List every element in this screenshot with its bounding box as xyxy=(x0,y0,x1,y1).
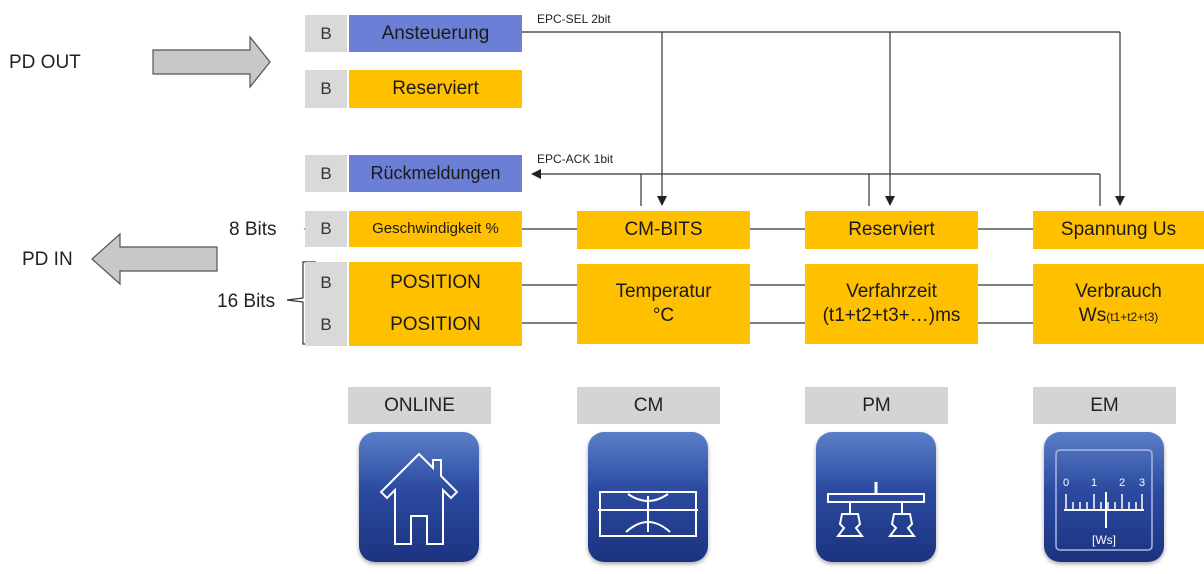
mode-label-em: EM xyxy=(1033,387,1176,424)
ansteuerung-field: Ansteuerung xyxy=(349,15,522,52)
temperatur-field: Temperatur °C xyxy=(577,264,750,344)
output-b-2: B xyxy=(305,70,347,108)
pd-in-arrow xyxy=(91,232,218,286)
vacuum-gripper-icon xyxy=(816,432,936,562)
epc-sel-label: EPC-SEL 2bit xyxy=(537,12,611,26)
verbrauch-line1: Verbrauch xyxy=(1075,281,1162,303)
reserviert-pm-field: Reserviert xyxy=(805,211,978,249)
pd-out-arrow xyxy=(152,35,271,89)
verbrauch-field: Verbrauch Ws(t1+t2+t3) xyxy=(1033,264,1204,344)
verbrauch-line2: Ws(t1+t2+t3) xyxy=(1079,304,1158,328)
input-b-position-2: B xyxy=(320,315,332,334)
spannung-field: Spannung Us xyxy=(1033,211,1204,249)
output-b-1: B xyxy=(305,15,347,52)
verbrauch-ws: Ws xyxy=(1078,305,1107,326)
input-b-speed: B xyxy=(305,211,347,247)
verbrauch-sub: (t1+t2+t3) xyxy=(1106,310,1159,324)
temperatur-line2: °C xyxy=(652,305,675,326)
position-field: POSITION POSITION xyxy=(349,262,522,346)
input-b-position-1: B xyxy=(320,273,332,292)
em-unit: [Ws] xyxy=(1092,533,1116,547)
pd-out-label: PD OUT xyxy=(9,52,81,73)
temperatur-line1: Temperatur xyxy=(615,281,712,303)
cm-bits-field: CM-BITS xyxy=(577,211,750,249)
mode-label-pm: PM xyxy=(805,387,948,424)
pd-in-label: PD IN xyxy=(22,249,73,270)
bits16-label: 16 Bits xyxy=(217,291,276,312)
em-tick-1: 1 xyxy=(1091,477,1097,489)
epc-ack-label: EPC-ACK 1bit xyxy=(537,152,614,166)
house-icon xyxy=(359,432,479,562)
position-1: POSITION xyxy=(390,272,481,294)
position-2: POSITION xyxy=(390,314,481,336)
em-tick-3: 3 xyxy=(1139,477,1145,489)
reserviert-output-field: Reserviert xyxy=(349,70,522,108)
rueckmeldungen-field: Rückmeldungen xyxy=(349,155,522,192)
input-b-position: B B xyxy=(305,262,347,346)
bits8-label: 8 Bits xyxy=(229,219,277,240)
geschwindigkeit-field: Geschwindigkeit % xyxy=(349,211,522,247)
energy-meter-icon: 0 1 2 3 [Ws] xyxy=(1044,432,1164,562)
mode-label-cm: CM xyxy=(577,387,720,424)
verfahrzeit-line2: (t1+t2+t3+…)ms xyxy=(822,305,961,326)
verfahrzeit-line1: Verfahrzeit xyxy=(846,281,937,303)
gauge-condition-icon xyxy=(588,432,708,562)
em-tick-0: 0 xyxy=(1063,477,1069,489)
verfahrzeit-field: Verfahrzeit (t1+t2+t3+…)ms xyxy=(805,264,978,344)
input-b-feedback: B xyxy=(305,155,347,192)
mode-label-online: ONLINE xyxy=(348,387,491,424)
em-tick-2: 2 xyxy=(1119,477,1125,489)
